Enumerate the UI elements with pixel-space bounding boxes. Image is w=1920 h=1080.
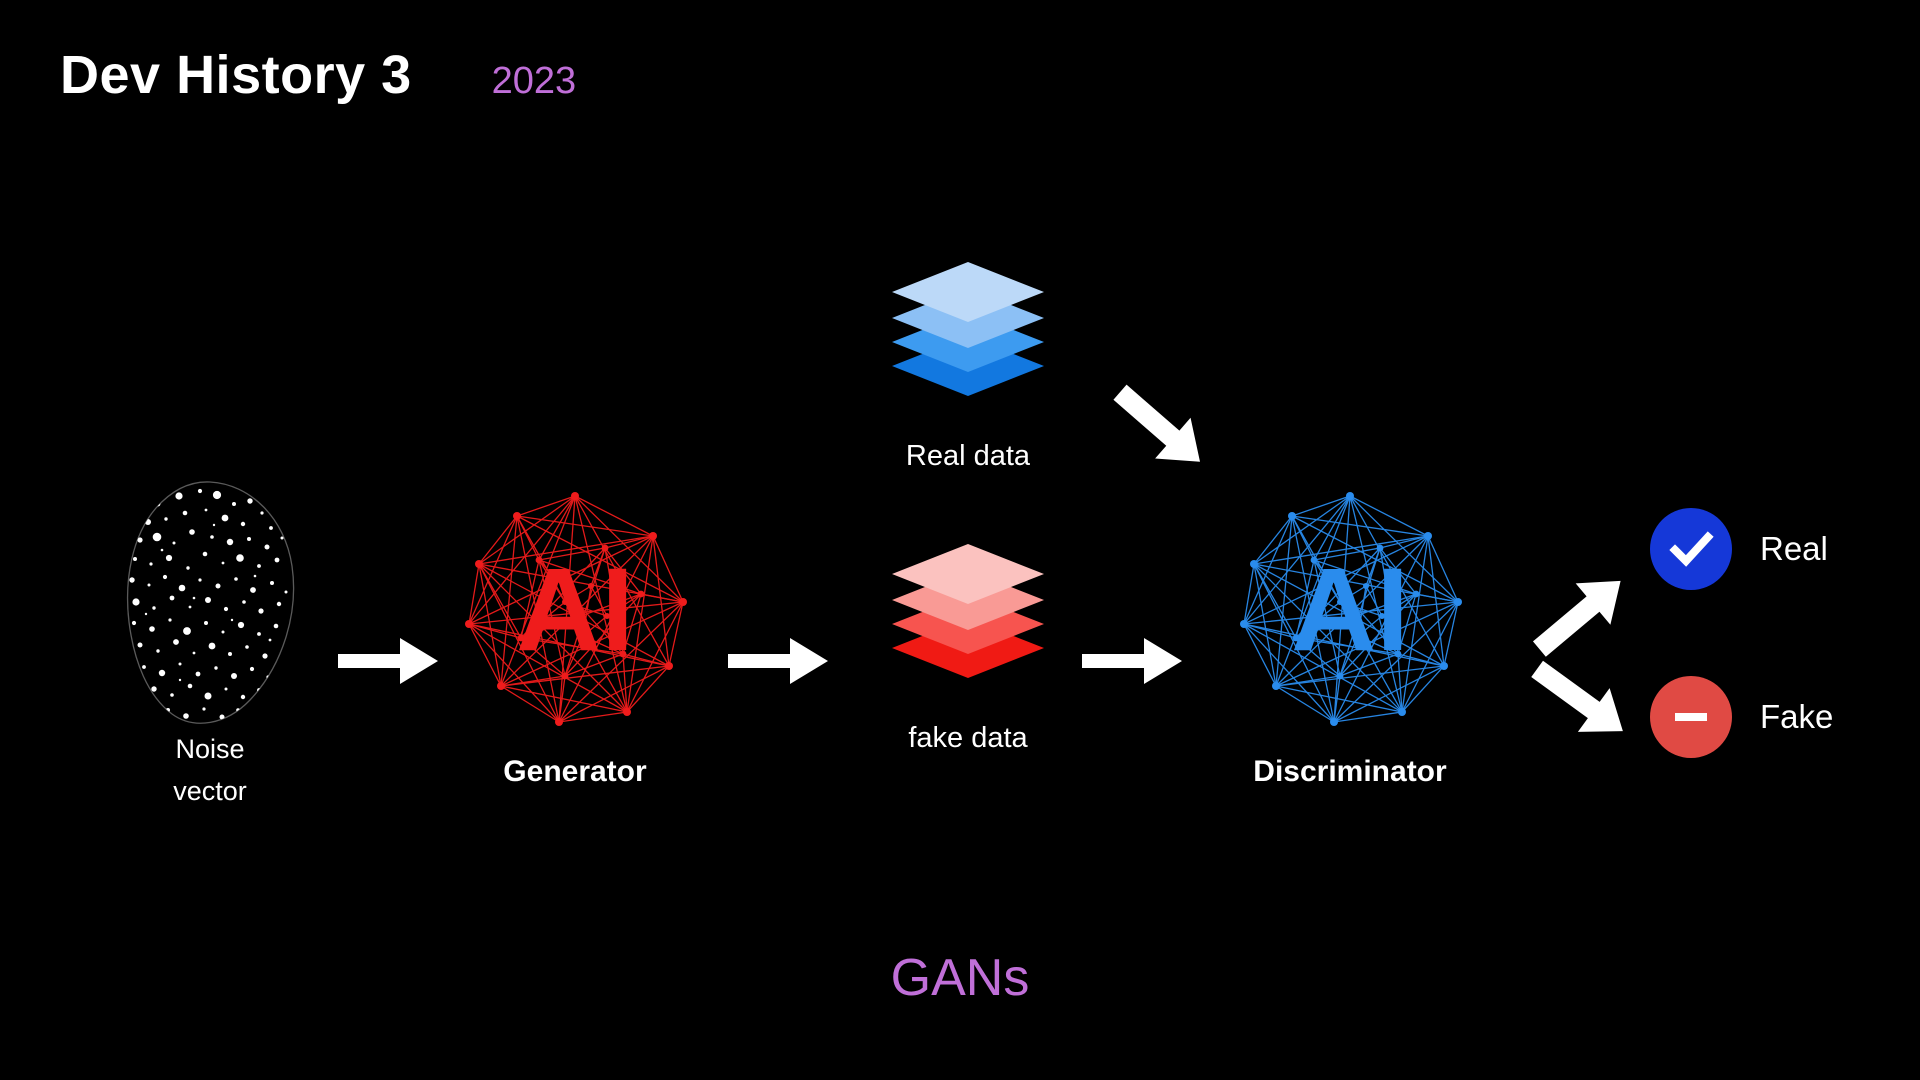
- page-title: Dev History 3: [60, 45, 412, 105]
- noise-blob-icon: [126, 481, 295, 724]
- arrow-discriminator-to-fake: [1531, 660, 1623, 732]
- ai-network-sphere-icon: AI: [1240, 492, 1462, 726]
- arrow-generator-to-fake-data: [728, 638, 828, 684]
- minus-circle-icon: [1650, 676, 1732, 758]
- fake-data-node: [888, 540, 1048, 680]
- discriminator-ai-text: AI: [1291, 544, 1409, 676]
- verdict-fake-label: Fake: [1760, 698, 1834, 735]
- real-data-node: [888, 258, 1048, 398]
- verdict-real: Real: [1650, 508, 1828, 590]
- noise-vector-label: Noise vector: [173, 734, 247, 806]
- verdict-real-label: Real: [1760, 530, 1828, 567]
- verdict-fake: Fake: [1650, 676, 1833, 758]
- noise-vector-node: [122, 480, 298, 730]
- check-circle-icon: [1650, 508, 1732, 590]
- check-icon: [1669, 531, 1714, 567]
- generator-node: AI: [455, 490, 695, 730]
- layer-stack-icon: [892, 544, 1044, 678]
- generator-ai-text: AI: [516, 544, 634, 676]
- discriminator-label: Discriminator: [1253, 755, 1447, 788]
- generator-label: Generator: [503, 755, 647, 788]
- ai-network-sphere-icon: AI: [465, 492, 687, 726]
- footer-caption: GANs: [890, 949, 1030, 1007]
- arrow-fake-data-to-discriminator: [1082, 638, 1182, 684]
- year-badge: 2023: [491, 60, 577, 102]
- arrow-noise-to-generator: [338, 638, 438, 684]
- arrow-real-data-to-discriminator: [1113, 384, 1200, 462]
- fake-data-label: fake data: [908, 722, 1028, 754]
- real-data-label: Real data: [905, 440, 1031, 472]
- arrow-discriminator-to-real: [1532, 580, 1621, 657]
- layer-stack-icon: [892, 262, 1044, 396]
- page-header: Dev History 3 2023: [60, 48, 576, 102]
- minus-icon: [1675, 713, 1707, 721]
- discriminator-node: AI: [1230, 490, 1470, 730]
